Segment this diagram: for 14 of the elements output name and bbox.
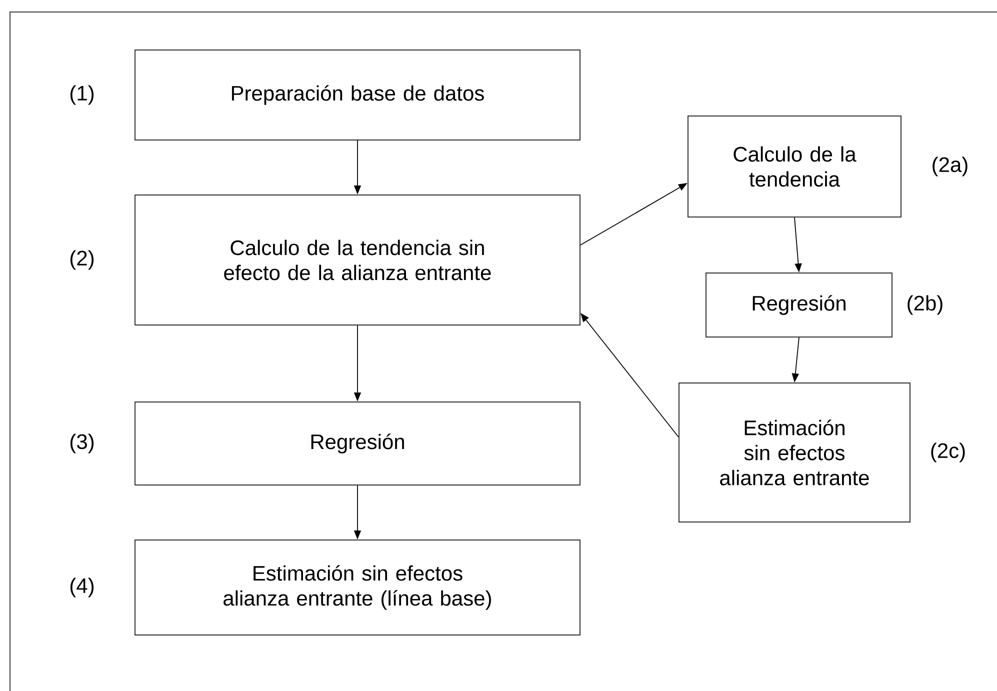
step-number: (3) [70,434,94,454]
step-number: (2b) [908,295,942,315]
process-box: Regresión [706,272,892,338]
process-box: Calculo de la tendencia [688,116,902,218]
step-number: (2) [70,250,94,270]
process-box: Estimación sin efectos alianza entrante (línea base) [134,540,580,636]
process-box: Estimación sin efectos alianza entrante [678,382,910,522]
process-box: Calculo de la tendencia sin efecto de la alianza entrante [134,194,580,326]
step-number: (2a) [932,156,968,176]
step-number: (2c) [931,442,965,462]
step-number: (1) [70,85,94,105]
process-box: Regresión [134,402,580,486]
process-box: Preparación base de datos [134,50,580,140]
step-number: (4) [70,578,94,598]
